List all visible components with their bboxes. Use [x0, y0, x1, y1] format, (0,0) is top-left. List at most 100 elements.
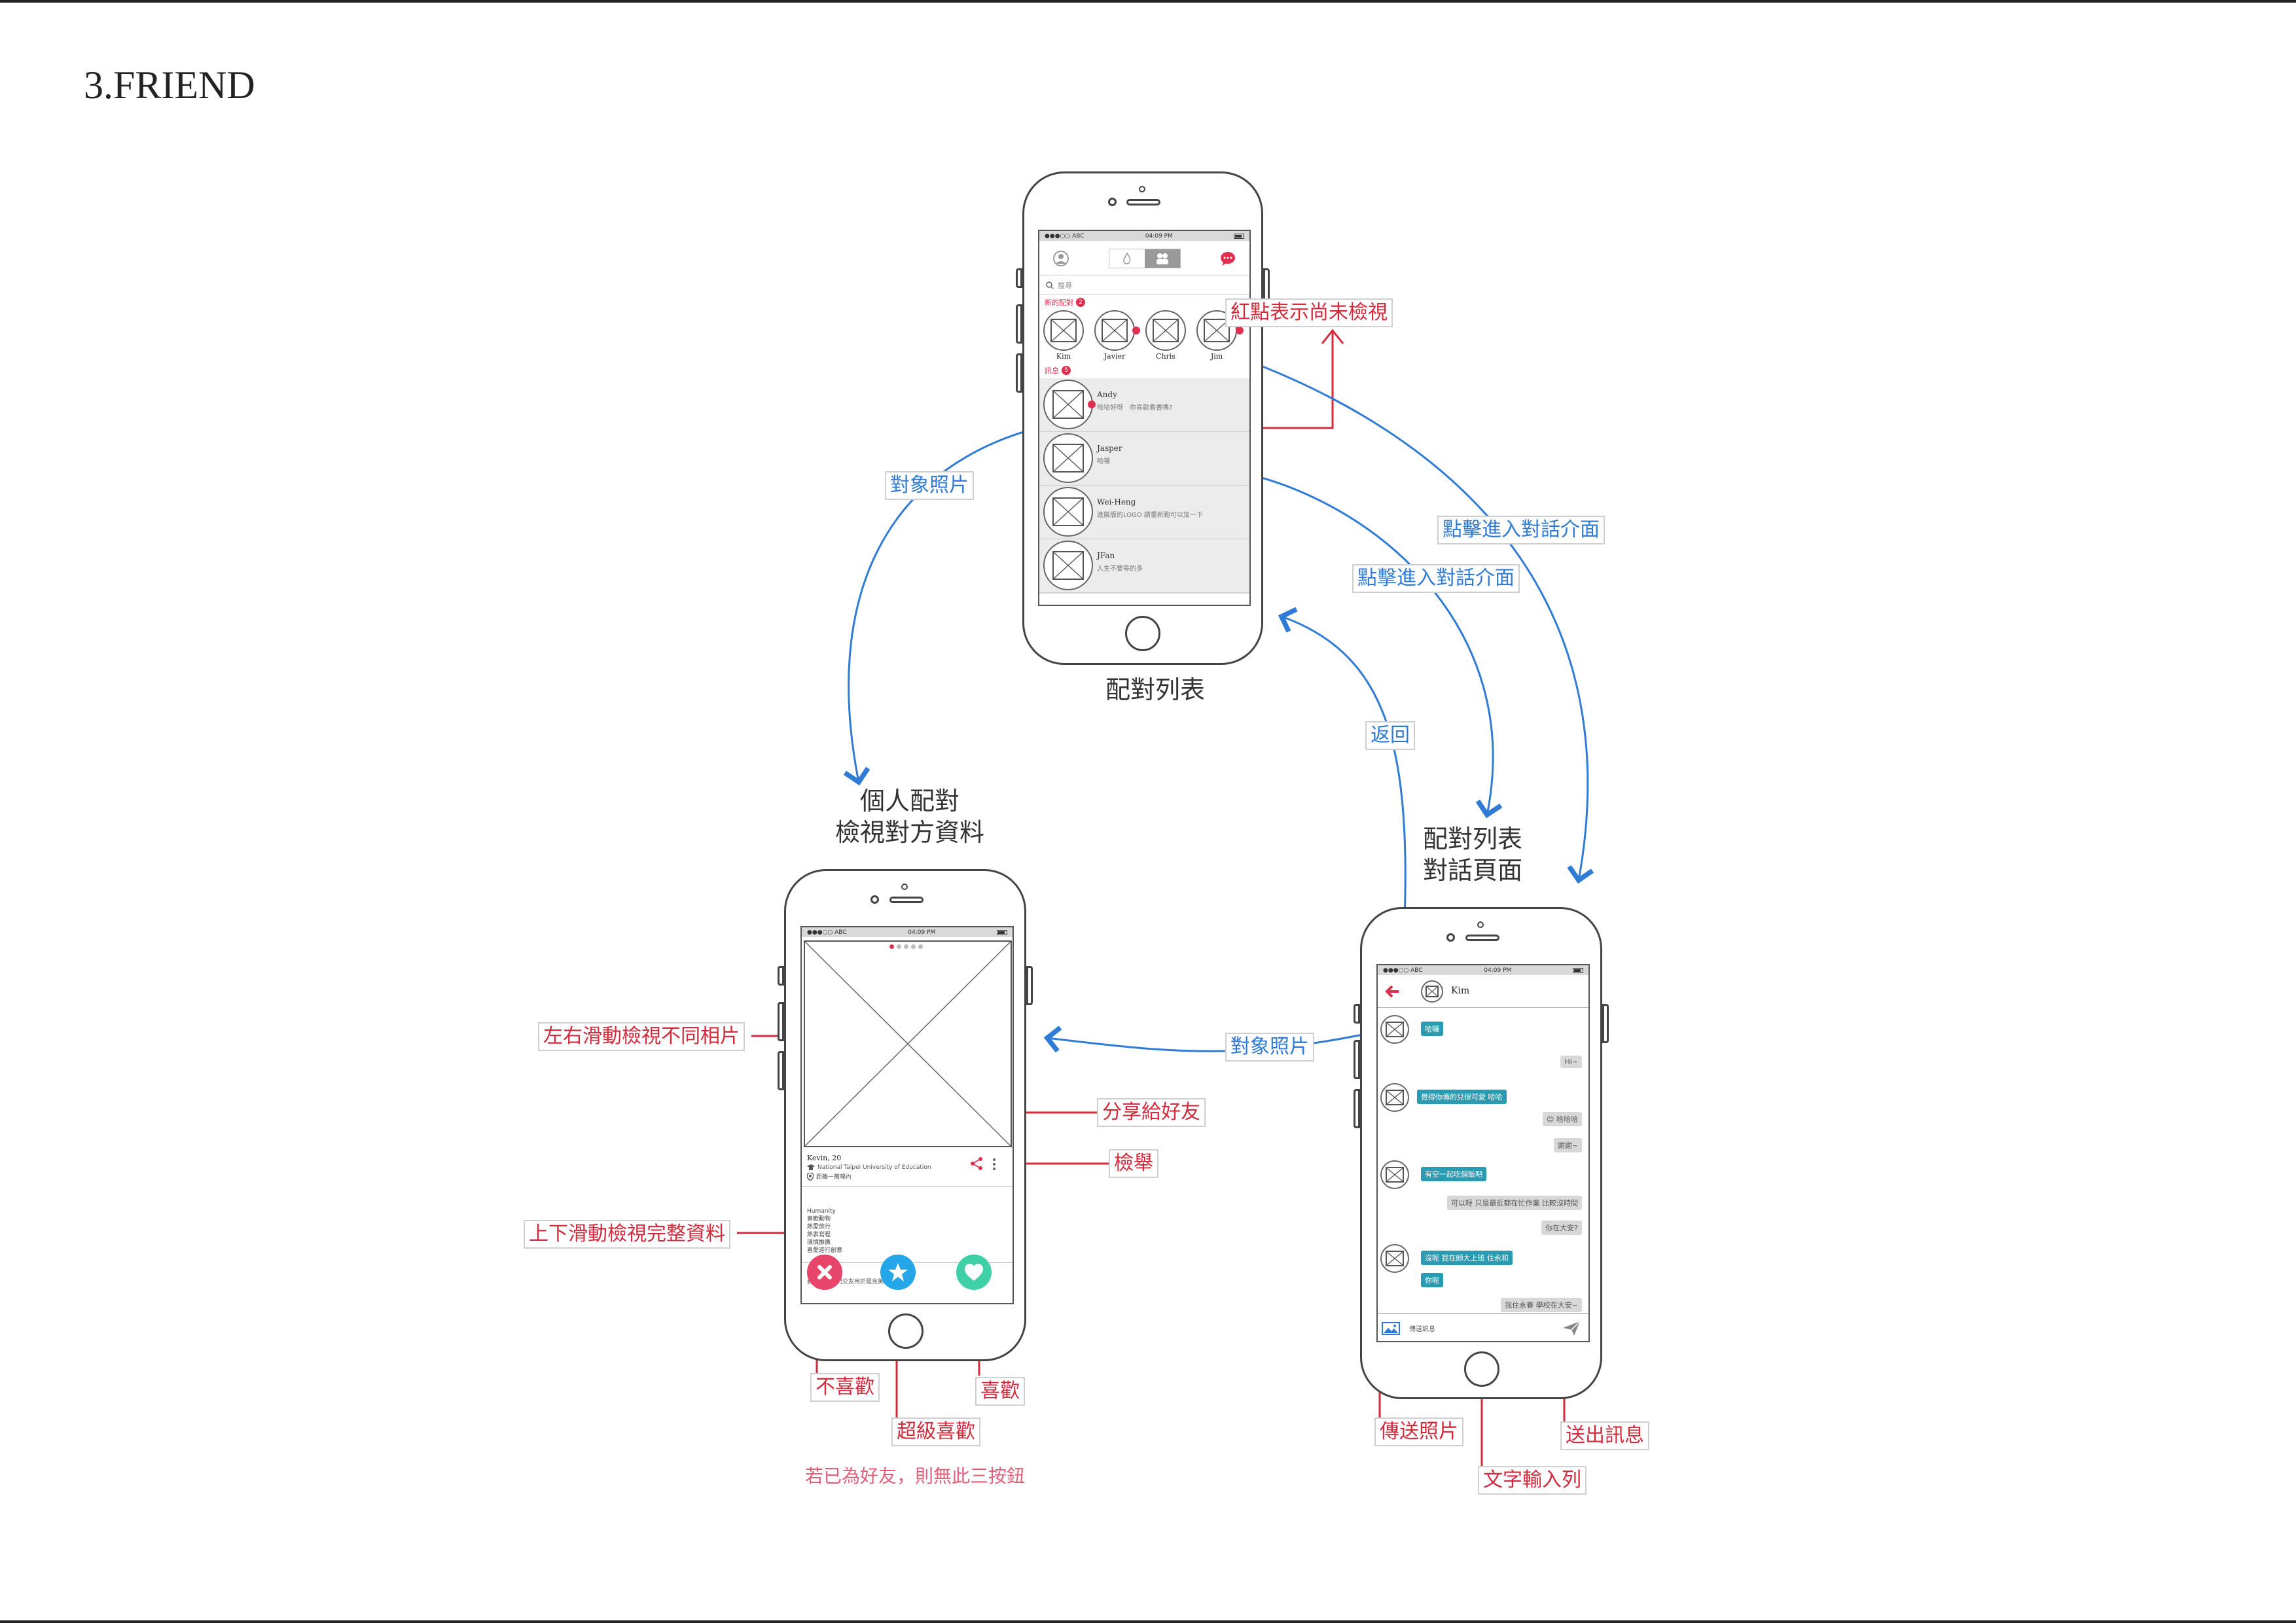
new-matches-badge: 2 — [1076, 298, 1085, 307]
received-bubble: 你呢 — [1421, 1273, 1443, 1287]
sent-bubble: 謝謝~ — [1553, 1138, 1582, 1152]
messages-header: 訊息 5 — [1039, 365, 1249, 378]
friends-icon[interactable] — [1144, 249, 1180, 268]
message-input[interactable]: 傳送訊息 — [1409, 1326, 1435, 1333]
conversation-preview: 哈囉 — [1097, 458, 1110, 465]
avatar[interactable] — [1043, 433, 1093, 483]
clock-text: 04:09 PM — [908, 929, 936, 936]
photo-placeholder — [1052, 444, 1084, 473]
sent-bubble: 你在大安? — [1541, 1221, 1582, 1235]
superlike-button[interactable] — [880, 1255, 916, 1290]
received-bubble: 有空一起吃個飯吧 — [1421, 1167, 1486, 1181]
photo-placeholder — [1050, 319, 1077, 342]
photo-placeholder — [1204, 319, 1230, 342]
send-icon[interactable] — [1562, 1321, 1581, 1336]
message-avatar[interactable] — [1380, 1244, 1409, 1273]
mute-switch — [1016, 268, 1022, 288]
contact-avatar[interactable] — [1421, 980, 1443, 1003]
arrow-jim-to-chat — [1236, 355, 1594, 884]
chat-input-bar: 傳送訊息 — [1378, 1313, 1588, 1341]
chat-icon[interactable] — [1219, 251, 1236, 266]
message-avatar[interactable] — [1380, 1015, 1409, 1044]
unviewed-dot — [1132, 327, 1140, 334]
note-no-buttons: 若已為好友，則無此三按鈕 — [805, 1465, 1026, 1487]
mode-toggle[interactable] — [1108, 248, 1181, 268]
label-share-friend: 分享給好友 — [1097, 1098, 1206, 1127]
pager-dot — [897, 944, 901, 949]
message-avatar[interactable] — [1380, 1083, 1409, 1112]
status-bar: ●●●○○ ABC 04:09 PM — [1039, 231, 1249, 241]
volume-up-button — [778, 1002, 784, 1041]
label-enter-chat-1: 點擊進入對話介面 — [1437, 516, 1605, 544]
photo-placeholder — [1153, 319, 1179, 342]
label-scroll-profile: 上下滑動檢視完整資料 — [524, 1220, 730, 1249]
profile-photo[interactable] — [804, 940, 1012, 1147]
top-nav — [1039, 241, 1249, 276]
interest-item: Humanity — [807, 1208, 836, 1215]
volume-up-button — [1016, 304, 1022, 344]
conversation-preview: 哈哈好呀 你喜歡看書嗎? — [1097, 404, 1173, 412]
avatar[interactable] — [1094, 310, 1135, 351]
clock-text: 04:09 PM — [1145, 232, 1173, 240]
conversation-row[interactable]: JFan 人生不要等的多 — [1039, 539, 1249, 593]
contact-name: Kim — [1451, 986, 1470, 996]
profile-icon[interactable] — [1052, 250, 1069, 267]
conversation-row[interactable]: Jasper 哈囉 — [1039, 432, 1249, 486]
sent-bubble: 我住永春 學校在大安~ — [1501, 1298, 1582, 1312]
power-button — [1026, 966, 1033, 1005]
pager-dot — [911, 944, 916, 949]
search-input[interactable]: 搜尋 — [1039, 276, 1249, 294]
sent-bubble: Hi~ — [1560, 1056, 1582, 1068]
volume-down-button — [778, 1051, 784, 1090]
photo-placeholder — [1052, 551, 1084, 580]
interest-item: 環境推廣 — [807, 1240, 831, 1246]
home-button — [888, 1313, 924, 1349]
heart-icon — [965, 1264, 983, 1281]
message-avatar[interactable] — [1380, 1160, 1409, 1189]
avatar[interactable] — [1043, 487, 1093, 537]
photo-pager-dots[interactable] — [889, 944, 923, 949]
avatar[interactable] — [1043, 380, 1093, 429]
school-text: National Taipei University of Education — [817, 1164, 931, 1171]
interest-item: 喜愛進行創意 — [807, 1247, 843, 1254]
label-target-photo-1: 對象照片 — [885, 471, 974, 500]
unviewed-dot — [1236, 327, 1244, 334]
avatar[interactable] — [1043, 310, 1084, 351]
more-options-icon[interactable] — [992, 1158, 997, 1171]
front-sensor — [1139, 186, 1145, 192]
back-arrow-icon[interactable] — [1384, 984, 1400, 999]
dislike-button[interactable] — [807, 1255, 842, 1290]
avatar[interactable] — [1145, 310, 1186, 351]
label-send-photo: 傳送照片 — [1374, 1418, 1463, 1446]
home-button — [1464, 1351, 1499, 1387]
battery-icon — [1573, 967, 1583, 973]
conversation-row[interactable]: Andy 哈哈好呀 你喜歡看書嗎? — [1039, 378, 1249, 432]
interest-item: 熱愛旅行 — [807, 1224, 831, 1230]
sent-bubble: 😊 哈哈哈 — [1543, 1112, 1582, 1126]
front-camera — [1108, 198, 1117, 206]
received-bubble: 哈囉 — [1421, 1022, 1443, 1036]
flame-icon[interactable] — [1109, 249, 1145, 268]
chat-caption-line1: 配對列表 — [1422, 825, 1522, 853]
avatar[interactable] — [1043, 541, 1093, 590]
label-superlike: 超級喜歡 — [891, 1418, 980, 1446]
star-icon — [888, 1263, 908, 1281]
like-button[interactable] — [956, 1255, 992, 1290]
conversation-row[interactable]: Wei-Heng 進展版的LOGO 請重新跑可以加一下 — [1039, 486, 1249, 539]
chat-screen: ●●●○○ ABC 04:09 PM Kim 哈囉 Hi~ 覺得你傳的兒很可愛 … — [1376, 964, 1590, 1342]
battery-icon — [997, 929, 1007, 935]
image-icon[interactable] — [1382, 1322, 1400, 1335]
interest-item: 喜歡動物 — [807, 1216, 831, 1222]
search-icon — [1046, 281, 1054, 289]
school-icon — [807, 1164, 815, 1170]
earpiece — [1126, 199, 1160, 205]
new-match-name: Chris — [1156, 352, 1175, 361]
new-match-name: Jim — [1210, 352, 1223, 361]
profile-caption-line1: 個人配對 — [859, 787, 960, 815]
new-match-name: Kim — [1056, 352, 1071, 361]
interest-item: 熱衷寫程 — [807, 1232, 831, 1238]
distance-text: 距離一萬哩內 — [816, 1174, 852, 1181]
share-icon[interactable] — [969, 1156, 984, 1171]
volume-down-button — [1016, 353, 1022, 393]
